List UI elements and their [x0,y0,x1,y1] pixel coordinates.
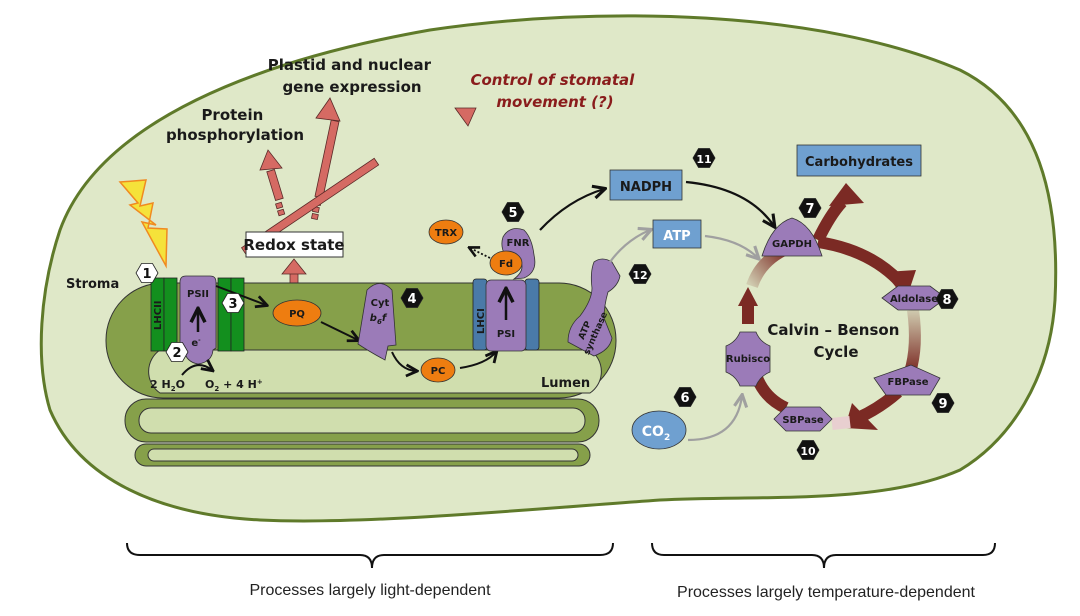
badge-9: 9 [931,393,955,413]
label-protein-phosphorylation: Protein phosphorylation [166,106,304,144]
carbohydrates-box [796,144,922,177]
psii-complex: PSII e- [179,275,217,365]
badge-5: 5 [501,202,525,222]
rubisco-enzyme [725,331,771,387]
pc-label: PC [431,366,446,377]
label-stomatal-movement: Control of stomatal movement (?) [470,71,639,111]
badge-6: 6 [673,387,697,407]
rubisco-label: Rubisco [726,354,770,365]
atp-synthase-to-atp-arrow [609,230,650,263]
electron-label: e- [191,337,201,349]
water-split-arrow [181,365,212,376]
fd-label: Fd [499,259,513,270]
fbpase-label: FBPase [888,377,929,388]
badge-label: 4 [407,292,416,307]
aldolase-label: Aldolase [890,294,938,305]
gapdh-label: GAPDH [772,239,812,250]
badge-2: 2 [165,342,189,362]
carbohydrates-label: Carbohydrates [805,155,913,170]
badge-label: 10 [800,445,816,458]
badge-12: 12 [628,264,652,284]
signal-arrows [240,97,477,255]
pq-to-cyt-arrow [320,321,358,340]
caption-light-dependent: Processes largely light-dependent [249,582,491,599]
badge-label: 2 [172,346,181,361]
badge-label: 1 [142,267,151,282]
atp-to-cycle-arrow [704,234,758,258]
badge-label: 3 [228,297,237,312]
water-product: O2 + 4 H+ [205,378,263,393]
trx-carrier [428,219,464,245]
badge-label: 5 [508,206,517,221]
gapdh-enzyme [761,217,823,257]
sbpase-label: SBPase [782,415,824,426]
cyt-b6f-label: b6f [370,313,388,326]
lhci-label: LHCI [476,308,487,334]
pq-label: PQ [289,309,305,320]
water-reactant: 2 H2O [150,378,185,393]
psi-complex: PSI LHCI [472,278,540,352]
redox-state-label: Redox state [243,236,344,254]
pq-carrier [272,299,322,327]
badge-label: 7 [805,202,814,217]
lightning-icon [118,179,168,269]
fd-carrier [489,250,523,276]
co2-to-rubisco-arrow [687,396,742,442]
badge-label: 6 [680,391,689,406]
sbpase-enzyme [773,406,833,432]
caption-temperature-dependent: Processes largely temperature-dependent [677,584,976,601]
psii-label: PSII [187,289,209,300]
label-stroma: Stroma [66,277,119,292]
badge-4: 4 [400,288,424,308]
badge-3: 3 [221,293,245,313]
redox-state-box [245,231,344,258]
arrow-stomatal [240,107,477,255]
badge-7: 7 [798,198,822,218]
arrow-protein-phosphorylation [259,149,286,217]
atp-box [652,219,702,249]
fnr-to-nadph-arrow [539,189,604,231]
badge-11: 11 [692,148,716,168]
co2-label: CO2 [642,424,670,443]
badge-10: 10 [796,440,820,460]
light-dependent-brace [126,542,614,569]
badge-label: 8 [942,293,951,308]
pc-to-psi-arrow [459,352,496,369]
cyt-b6f-complex [357,283,397,361]
trx-label: TRX [435,228,458,239]
nadph-to-gapdh-arrow [685,180,774,226]
nadph-box [609,169,683,201]
temperature-dependent-brace [651,542,996,569]
pc-carrier [420,357,456,383]
fbpase-enzyme [873,364,941,396]
badge-1: 1 [135,263,159,283]
calvin-cycle-title: Calvin – Benson Cycle [767,321,904,361]
atp-synthase [567,258,621,357]
fnr-label: FNR [507,238,530,249]
badge-label: 12 [632,269,647,282]
cyt-to-pc-arrow [391,351,416,371]
badge-8: 8 [935,289,959,309]
label-gene-expression: Plastid and nuclear gene expression [268,56,437,96]
psi-label: PSI [497,329,515,340]
nadph-label: NADPH [620,180,672,195]
co2-molecule [631,410,687,450]
lhcii-label: LHCII [153,300,164,330]
badge-label: 9 [938,397,947,412]
label-lumen: Lumen [541,376,590,391]
psii-to-pq-arrow [215,285,266,305]
atp-label: ATP [663,229,690,244]
badge-label: 11 [696,153,711,166]
cyt-label: Cyt [371,298,390,309]
